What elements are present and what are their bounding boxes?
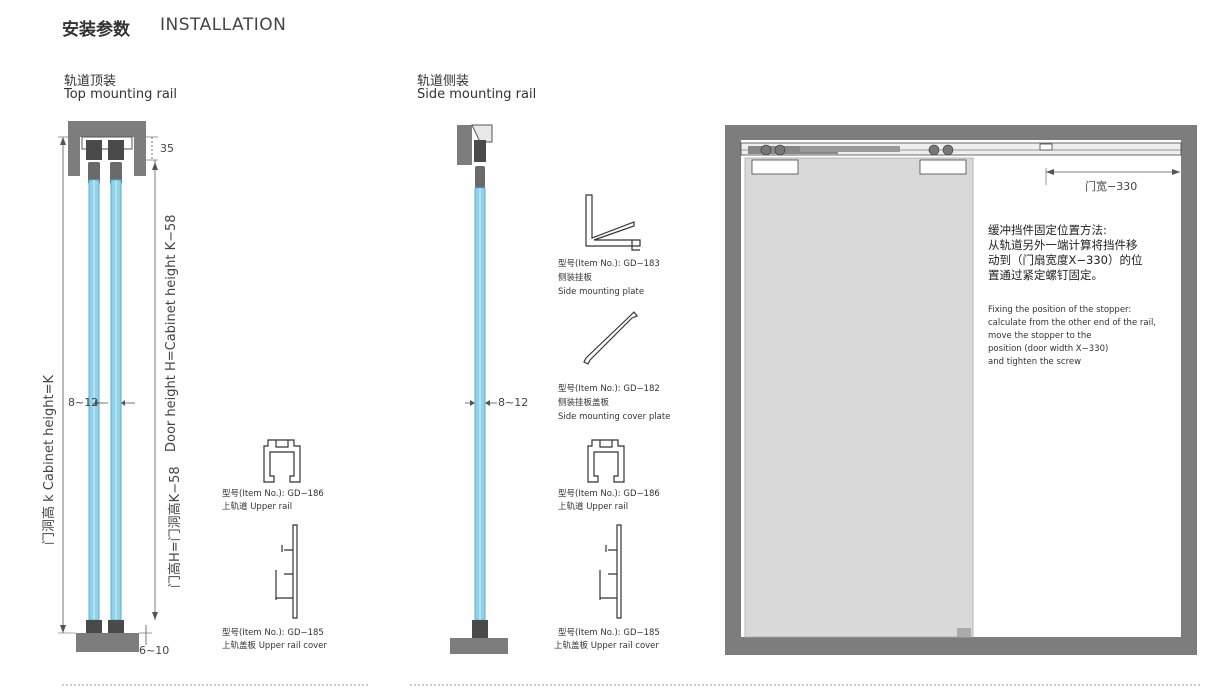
- cabinet-height-label: 门洞高 k Cabinet height=K: [42, 374, 57, 545]
- roller-left-2: [774, 144, 786, 156]
- side-bracket: [471, 124, 493, 143]
- note-cn-line-2: 从轨道另外一端计算将挡件移: [988, 238, 1138, 252]
- part-gd185-a-item: 型号(Item No.): GD−185: [222, 628, 324, 638]
- bottom-guide-left: [86, 620, 102, 633]
- side-bottom-guide: [472, 620, 488, 638]
- profile-gd183: [585, 194, 641, 251]
- part-gd183-item: 型号(Item No.): GD−183: [558, 259, 660, 269]
- dim-35: 35: [160, 142, 174, 155]
- soft-close-unit: [748, 146, 838, 154]
- top-mount-title-cn: 轨道顶装: [64, 74, 117, 89]
- side-mount-title-en: Side mounting rail: [417, 87, 537, 102]
- roller-left-1: [760, 144, 772, 156]
- part-gd182-name-cn: 侧装挂板盖板: [558, 398, 610, 408]
- note-en-line-1: Fixing the position of the stopper:: [988, 305, 1132, 315]
- side-floor-block: [450, 638, 508, 654]
- profile-gd185-a: [275, 524, 298, 619]
- ceiling-left-wall: [68, 137, 80, 176]
- note-en: Fixing the position of the stopper: calc…: [988, 304, 1156, 369]
- side-mount-drawing: [450, 124, 508, 654]
- profile-gd185-b: [599, 524, 622, 619]
- top-mount-title-en: Top mounting rail: [64, 87, 178, 102]
- note-cn-line-3: 动到（门扇宽度X−330）的位: [988, 253, 1143, 267]
- note-cn-line-4: 置通过紧定螺钉固定。: [988, 268, 1103, 282]
- stopper: [1039, 143, 1053, 151]
- dim-gap-side: 8~12: [498, 396, 529, 409]
- roller-right-2: [942, 144, 954, 156]
- roller-right-1: [928, 144, 940, 156]
- note-en-line-4: position (door width X−330): [988, 344, 1109, 354]
- side-wall-block: [457, 125, 472, 165]
- note-en-line-5: and tighten the screw: [988, 357, 1082, 367]
- hanger-right: [108, 140, 124, 160]
- bottom-guide-front: [957, 628, 971, 637]
- part-gd185-b-name: 上轨盖板 Upper rail cover: [554, 641, 659, 651]
- part-gd185-b-item: 型号(Item No.): GD−185: [558, 628, 660, 638]
- part-gd183-name-en: Side mounting plate: [558, 287, 645, 297]
- part-gd183-name-cn: 侧装挂板: [558, 273, 593, 283]
- wheel-left: [88, 162, 100, 184]
- dim-bottom: 6~10: [139, 644, 170, 657]
- door-panel: [744, 157, 974, 638]
- bottom-guide-right: [108, 620, 124, 633]
- hanger-left: [86, 140, 102, 160]
- door-height-label-cn: 门高H=门洞高K−58: [168, 466, 183, 588]
- note-cn: 缓冲挡件固定位置方法: 从轨道另外一端计算将挡件移 动到（门扇宽度X−330）的…: [988, 223, 1142, 283]
- note-cn-line-1: 缓冲挡件固定位置方法:: [988, 223, 1107, 237]
- profile-gd186-a: [263, 439, 301, 483]
- part-gd186-b-item: 型号(Item No.): GD−186: [558, 489, 660, 499]
- ceiling-right-wall: [134, 137, 146, 176]
- profile-gd186-b: [587, 439, 625, 483]
- door-height-label-en: Door height H=Cabinet height K−58: [164, 214, 179, 452]
- part-gd182-item: 型号(Item No.): GD−182: [558, 384, 660, 394]
- dim-door-width: 门宽−330: [1085, 180, 1138, 193]
- dim-gap: 8~12: [68, 396, 99, 409]
- hanger-plate-left: [751, 159, 799, 175]
- part-gd186-b-name: 上轨道 Upper rail: [558, 502, 629, 512]
- part-gd186-a-name: 上轨道 Upper rail: [222, 502, 293, 512]
- side-wheel: [475, 166, 485, 188]
- wheel-right: [110, 162, 122, 184]
- profile-gd182: [583, 311, 638, 365]
- top-mount-drawing: [58, 121, 158, 652]
- top-rail-profile: [81, 136, 133, 150]
- cabinet-front-view: [725, 125, 1197, 655]
- note-en-line-2: calculate from the other end of the rail…: [988, 318, 1157, 328]
- floor-block: [76, 633, 139, 652]
- note-en-line-3: move the stopper to the: [988, 331, 1092, 341]
- page-title-cn: 安装参数: [62, 20, 130, 40]
- side-hanger: [474, 140, 486, 162]
- part-gd185-a-name: 上轨盖板 Upper rail cover: [222, 641, 327, 651]
- ceiling-block: [68, 121, 146, 137]
- page-title-en: INSTALLATION: [160, 15, 287, 35]
- hanger-plate-right: [919, 159, 967, 175]
- part-gd186-a-item: 型号(Item No.): GD−186: [222, 489, 324, 499]
- part-gd182-name-en: Side mounting cover plate: [558, 412, 671, 422]
- side-mount-title-cn: 轨道侧装: [417, 74, 470, 89]
